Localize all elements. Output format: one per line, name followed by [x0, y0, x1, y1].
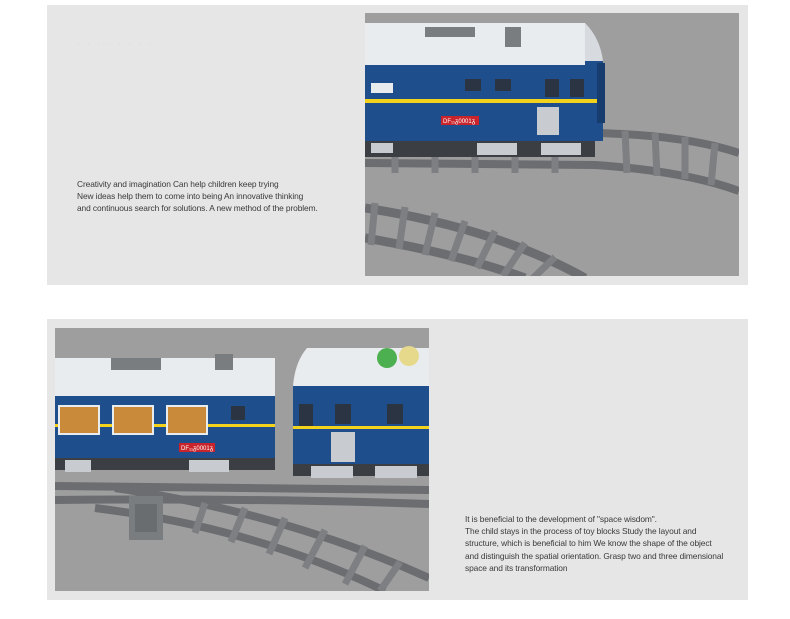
wheel-bogies: [371, 143, 581, 155]
faint-header: · · · · · · · ·: [77, 41, 155, 48]
creativity-description: Creativity and imagination Can help chil…: [77, 178, 347, 215]
carriage-number-plate: [179, 443, 215, 452]
text-line: Creativity and imagination Can help chil…: [77, 179, 279, 189]
text-line: structure, which is beneficial to him We…: [465, 538, 712, 549]
text-line: space and its transformation: [465, 562, 568, 573]
carriage-photo: DF₁₁ᵹ0001ᵹ: [55, 328, 429, 591]
locomotive-photo: DF₁₁ᵹ0001ᵹ: [365, 13, 739, 276]
feature-panel-creativity: · · · · · · · · Creativity and imaginati…: [47, 5, 748, 285]
text-line: New ideas help them to come into being A…: [77, 191, 304, 202]
text-line: The child stays in the process of toy bl…: [465, 526, 697, 537]
locomotive: DF₁₁ᵹ0001ᵹ: [365, 23, 605, 157]
locomotive-front: [293, 346, 429, 478]
locomotive-number-plate: [441, 116, 479, 125]
green-signal-icon: [377, 348, 397, 368]
yellow-signal-icon: [399, 346, 419, 366]
curved-track-lower: [365, 202, 588, 276]
passenger-carriage: DF₁₁ᵹ0001ᵹ: [55, 354, 275, 472]
crossing-tracks: [55, 482, 429, 591]
feature-panel-space-wisdom: DF₁₁ᵹ0001ᵹ: [47, 319, 748, 600]
space-wisdom-description: It is beneficial to the development of "…: [465, 513, 745, 574]
text-line: and continuous search for solutions. A n…: [77, 203, 318, 214]
text-line: and distinguish the spatial orientation.…: [465, 550, 724, 561]
locomotive-number: DF₁₁ᵹ0001ᵹ: [443, 119, 476, 125]
text-line: It is beneficial to the development of "…: [465, 514, 657, 524]
carriage-number: DF₁₁ᵹ0001ᵹ: [181, 446, 214, 452]
